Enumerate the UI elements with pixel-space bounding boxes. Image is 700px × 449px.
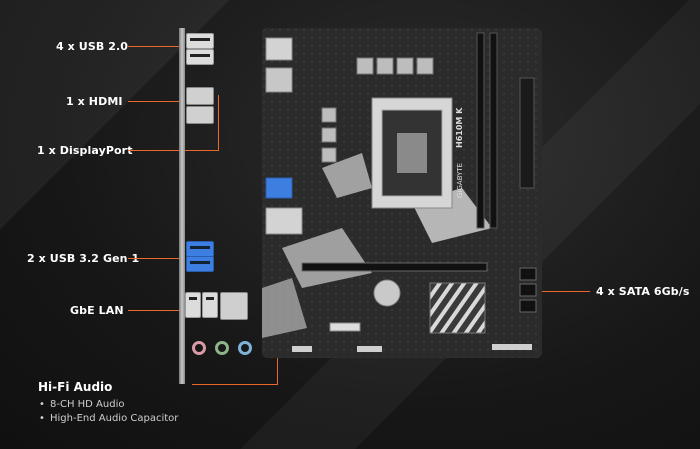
usb32-leader	[128, 258, 180, 259]
io-shield	[179, 28, 185, 384]
audio-leader	[192, 384, 278, 385]
hdmi-label: 1 x HDMI	[66, 95, 123, 108]
audio-item: 8-CH HD Audio	[39, 399, 125, 410]
audio-jack-blue	[238, 341, 252, 355]
usb20-label: 4 x USB 2.0	[56, 40, 129, 53]
audio-jack-pink	[192, 341, 206, 355]
lan-port	[220, 292, 248, 320]
motherboard: GIGABYTE H610M K	[262, 28, 542, 358]
usb32-port	[186, 241, 214, 257]
usb20-port	[186, 33, 214, 49]
hdmi-leader	[128, 101, 180, 102]
usb20-port	[202, 292, 218, 318]
sata-leader	[535, 291, 590, 292]
displayport-leader-vertical	[218, 95, 219, 151]
lan-label: GbE LAN	[70, 304, 124, 317]
board-model: H610M K	[455, 107, 464, 148]
audio-title: Hi-Fi Audio	[38, 380, 113, 394]
motherboard-graphic: GIGABYTE H610M K	[262, 28, 542, 358]
displayport-label: 1 x DisplayPort	[37, 144, 133, 157]
board-brand: GIGABYTE	[456, 163, 464, 198]
audio-jack-green	[215, 341, 229, 355]
usb20-leader	[128, 46, 180, 47]
sata-label: 4 x SATA 6Gb/s	[596, 285, 690, 298]
lan-leader	[128, 310, 180, 311]
audio-item: High-End Audio Capacitor	[39, 413, 178, 424]
usb32-label: 2 x USB 3.2 Gen 1	[27, 252, 140, 265]
usb20-port	[185, 292, 201, 318]
displayport-leader	[128, 150, 218, 151]
displayport-port	[186, 106, 214, 124]
usb20-port	[186, 49, 214, 65]
hdmi-port	[186, 87, 214, 105]
usb32-port	[186, 256, 214, 272]
